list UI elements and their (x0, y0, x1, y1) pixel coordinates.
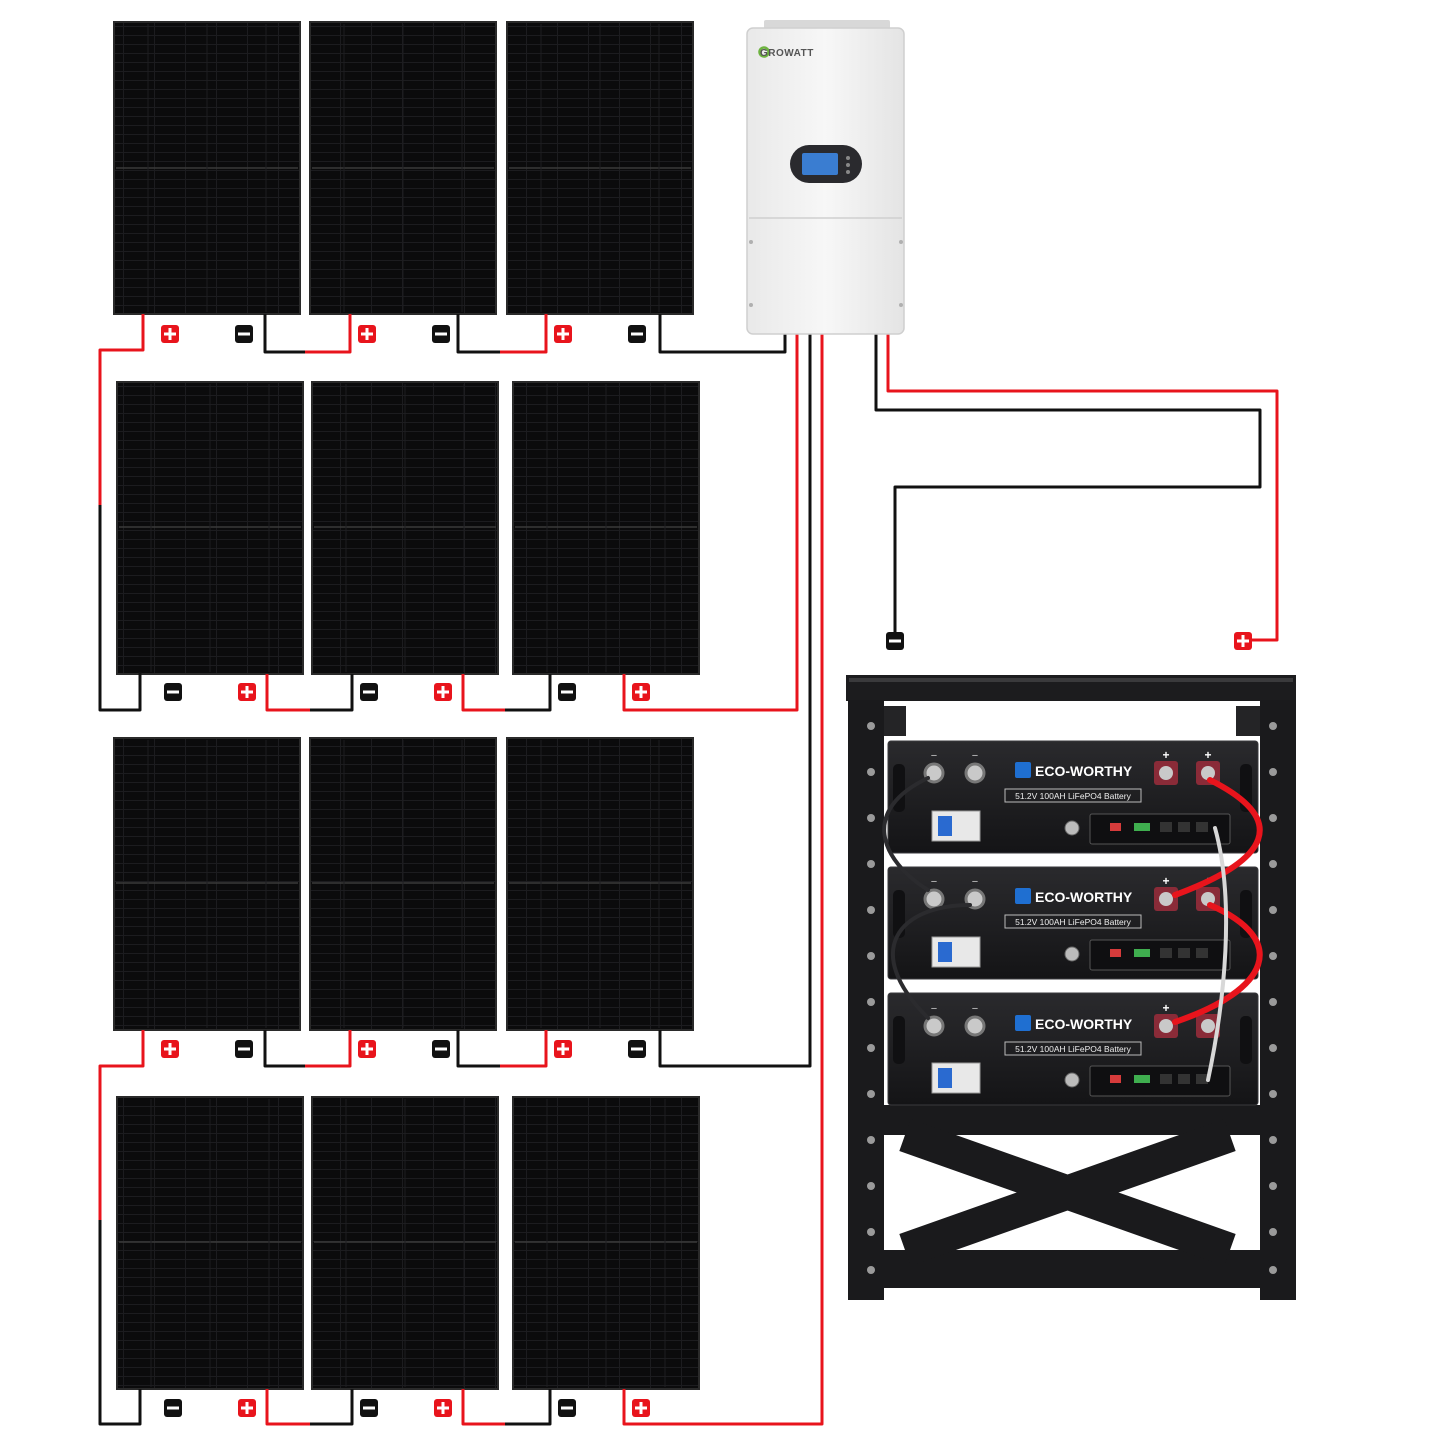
positive-terminal-icon (554, 325, 572, 343)
solar-panel (506, 737, 694, 1031)
battery-model: 51.2V 100AH LiFePO4 Battery (1015, 917, 1132, 927)
negative-terminal-icon (235, 1040, 253, 1058)
negative-wire (505, 674, 552, 712)
negative-wire (263, 1030, 305, 1068)
positive-wire (500, 314, 548, 354)
negative-terminal-icon (235, 325, 253, 343)
battery-model: 51.2V 100AH LiFePO4 Battery (1015, 791, 1132, 801)
rack-bolts (867, 722, 1277, 1274)
positive-terminal-icon (238, 683, 256, 701)
battery-positive-label: + (1162, 1001, 1169, 1015)
negative-terminal-icon (558, 683, 576, 701)
negative-terminal-icon (628, 1040, 646, 1058)
negative-terminal-icon (164, 683, 182, 701)
eco-worthy-logo-icon (1015, 1015, 1031, 1031)
battery-interconnects (882, 776, 1263, 1082)
solar-panel (311, 381, 499, 675)
positive-terminal-icon (632, 683, 650, 701)
solar-panel (309, 737, 497, 1031)
negative-terminal-icon (360, 1399, 378, 1417)
battery-module: − − + + ECO-WORTHY 51.2V 100AH LiFePO4 B… (887, 740, 1259, 854)
battery-positive-label: + (1162, 874, 1169, 888)
battery-module: − − + + ECO-WORTHY 51.2V 100AH LiFePO4 B… (887, 866, 1259, 980)
battery-model: 51.2V 100AH LiFePO4 Battery (1015, 1044, 1132, 1054)
solar-panel (506, 21, 694, 315)
positive-wire (500, 1030, 548, 1068)
positive-wire (265, 674, 310, 712)
positive-terminal-icon (161, 1040, 179, 1058)
positive-wire (886, 333, 1279, 642)
battery-brand: ECO-WORTHY (1035, 889, 1133, 905)
positive-wire (98, 1030, 145, 1220)
growatt-logo-icon (758, 46, 770, 58)
solar-panel (512, 381, 700, 675)
negative-wire (310, 674, 354, 712)
negative-terminal-icon (432, 1040, 450, 1058)
battery-negative-label: − (931, 750, 937, 762)
battery-negative-label: − (972, 750, 978, 762)
solar-panel (309, 21, 497, 315)
positive-wire (622, 333, 824, 1426)
solar-panel (116, 381, 304, 675)
solar-panel (311, 1096, 499, 1390)
positive-wire (461, 674, 505, 712)
positive-wire (622, 333, 799, 712)
positive-terminal-icon (1234, 632, 1252, 650)
positive-terminal-icon (632, 1399, 650, 1417)
battery-negative-label: − (972, 1003, 978, 1015)
positive-terminal-icon (238, 1399, 256, 1417)
negative-terminal-icon (628, 325, 646, 343)
negative-terminal-icon (360, 683, 378, 701)
positive-wire (461, 1389, 505, 1426)
solar-panel (116, 1096, 304, 1390)
battery-negative-label: − (972, 876, 978, 888)
positive-wire (265, 1389, 310, 1426)
inverter: GROWATT (746, 20, 905, 335)
battery-positive-label: + (1204, 748, 1211, 762)
positive-wire (98, 314, 145, 505)
negative-terminal-icon (432, 325, 450, 343)
solar-panel (512, 1096, 700, 1390)
negative-wire (263, 314, 305, 354)
positive-terminal-icon (358, 1040, 376, 1058)
terminals (161, 325, 1252, 1417)
negative-wire (98, 1220, 142, 1426)
battery-positive-label: + (1162, 748, 1169, 762)
negative-wire (505, 1389, 552, 1426)
battery-module: − − + ECO-WORTHY 51.2V 100AH LiFePO4 Bat… (887, 992, 1259, 1106)
negative-wire (456, 314, 500, 354)
negative-wire (310, 1389, 354, 1426)
solar-panel (113, 737, 301, 1031)
battery-brand: ECO-WORTHY (1035, 763, 1133, 779)
inverter-display (790, 145, 862, 183)
wiring (98, 314, 1279, 1426)
battery-rack: − − + + ECO-WORTHY 51.2V 100AH LiFePO4 B… (846, 675, 1296, 1300)
eco-worthy-logo-icon (1015, 888, 1031, 904)
positive-terminal-icon (358, 325, 376, 343)
inverter-brand: GROWATT (760, 48, 814, 59)
eco-worthy-logo-icon (1015, 762, 1031, 778)
negative-wire (658, 314, 787, 354)
negative-terminal-icon (164, 1399, 182, 1417)
negative-wire (98, 505, 142, 712)
negative-terminal-icon (558, 1399, 576, 1417)
positive-wire (305, 1030, 352, 1068)
positive-terminal-icon (434, 683, 452, 701)
positive-terminal-icon (554, 1040, 572, 1058)
solar-panel (113, 21, 301, 315)
positive-terminal-icon (161, 325, 179, 343)
battery-brand: ECO-WORTHY (1035, 1016, 1133, 1032)
solar-array (113, 21, 700, 1390)
positive-terminal-icon (434, 1399, 452, 1417)
negative-wire (456, 1030, 500, 1068)
negative-wire (874, 333, 1262, 636)
positive-wire (305, 314, 352, 354)
negative-terminal-icon (886, 632, 904, 650)
battery-negative-label: − (931, 1003, 937, 1015)
battery-negative-label: − (931, 876, 937, 888)
negative-wire (658, 333, 812, 1068)
